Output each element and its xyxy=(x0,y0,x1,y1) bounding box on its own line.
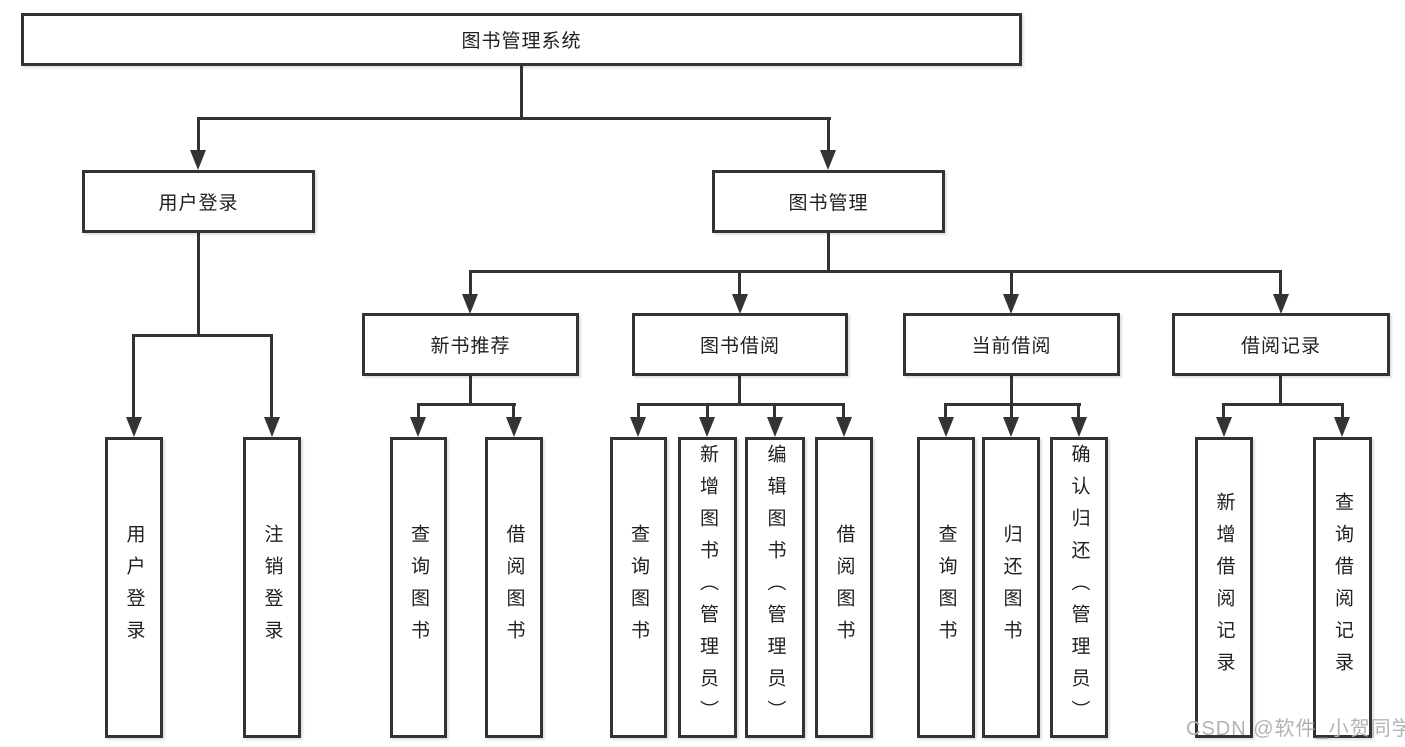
leaf-label: 查询图书 xyxy=(408,523,429,652)
node-label: 图书管理 xyxy=(788,193,869,214)
connector-line xyxy=(270,334,273,420)
leaf-edit-books-admin: 编辑图书（管理员） xyxy=(745,437,805,738)
leaf-query-books-2: 查询图书 xyxy=(610,437,667,738)
node-current-borrow: 当前借阅 xyxy=(903,313,1120,376)
node-label: 用户登录 xyxy=(158,193,239,214)
leaf-label: 新增图书（管理员） xyxy=(697,443,718,732)
arrow-down-icon xyxy=(1003,294,1019,314)
leaf-label: 查询图书 xyxy=(628,523,649,652)
csdn-watermark: CSDN @软件_小贺同学 xyxy=(1186,718,1405,740)
arrow-down-icon xyxy=(938,417,954,437)
leaf-label: 借阅图书 xyxy=(833,523,855,652)
leaf-label: 查询图书 xyxy=(935,523,957,652)
leaf-label: 新增借阅记录 xyxy=(1213,491,1235,684)
arrow-down-icon xyxy=(410,417,426,437)
arrow-down-icon xyxy=(630,417,646,437)
connector-line xyxy=(1010,270,1013,298)
node-borrow-record: 借阅记录 xyxy=(1172,313,1390,376)
arrow-down-icon xyxy=(1216,417,1232,437)
arrow-down-icon xyxy=(699,417,715,437)
node-user-login: 用户登录 xyxy=(82,170,315,233)
connector-line xyxy=(1010,403,1013,421)
leaf-label: 归还图书 xyxy=(1000,523,1022,652)
leaf-query-borrow-record: 查询借阅记录 xyxy=(1313,437,1372,738)
connector-line xyxy=(738,270,741,298)
connector-line xyxy=(1341,403,1344,421)
connector-line xyxy=(944,403,947,421)
connector-line xyxy=(1279,270,1282,298)
arrow-down-icon xyxy=(1003,417,1019,437)
connector-line xyxy=(469,270,472,298)
node-label: 借阅记录 xyxy=(1240,336,1321,357)
connector-line xyxy=(706,403,709,421)
connector-line xyxy=(773,403,776,421)
node-root: 图书管理系统 xyxy=(21,13,1022,66)
leaf-label: 编辑图书（管理员） xyxy=(764,443,786,732)
arrow-down-icon xyxy=(462,294,478,314)
arrow-down-icon xyxy=(820,150,836,170)
leaf-borrow-books-1: 借阅图书 xyxy=(485,437,543,738)
connector-line xyxy=(417,403,420,421)
connector-line xyxy=(197,117,200,155)
leaf-add-borrow-record: 新增借阅记录 xyxy=(1195,437,1253,738)
connector-line xyxy=(197,231,200,336)
arrow-down-icon xyxy=(126,417,142,437)
leaf-logout: 注销登录 xyxy=(243,437,301,738)
connector-line xyxy=(738,374,741,405)
node-root-label: 图书管理系统 xyxy=(461,31,582,52)
connector-line xyxy=(512,403,515,421)
leaf-label: 用户登录 xyxy=(123,523,145,652)
arrow-down-icon xyxy=(836,417,852,437)
connector-line xyxy=(827,231,830,272)
leaf-borrow-books-2: 借阅图书 xyxy=(815,437,873,738)
leaf-label: 查询借阅记录 xyxy=(1332,491,1353,684)
connector-line xyxy=(637,403,845,406)
connector-line xyxy=(469,374,472,405)
arrow-down-icon xyxy=(1273,294,1289,314)
leaf-query-books-1: 查询图书 xyxy=(390,437,447,738)
node-book-management: 图书管理 xyxy=(712,170,945,233)
leaf-return-books: 归还图书 xyxy=(982,437,1040,738)
leaf-label: 借阅图书 xyxy=(503,523,525,652)
arrow-down-icon xyxy=(264,417,280,437)
leaf-add-books-admin: 新增图书（管理员） xyxy=(678,437,737,738)
connector-line xyxy=(1222,403,1344,406)
leaf-user-login: 用户登录 xyxy=(105,437,163,738)
connector-line xyxy=(520,66,523,119)
arrow-down-icon xyxy=(767,417,783,437)
arrow-down-icon xyxy=(732,294,748,314)
arrow-down-icon xyxy=(190,150,206,170)
connector-line xyxy=(132,334,273,337)
arrow-down-icon xyxy=(1071,417,1087,437)
node-label: 图书借阅 xyxy=(699,336,780,357)
connector-line xyxy=(1279,374,1282,405)
connector-line xyxy=(132,334,135,420)
connector-line xyxy=(637,403,640,421)
leaf-query-books-3: 查询图书 xyxy=(917,437,975,738)
connector-line xyxy=(197,117,831,120)
node-new-book-recommend: 新书推荐 xyxy=(362,313,579,376)
arrow-down-icon xyxy=(1334,417,1350,437)
connector-line xyxy=(827,117,830,155)
connector-line xyxy=(842,403,845,421)
leaf-label: 确认归还（管理员） xyxy=(1068,443,1090,732)
node-label: 当前借阅 xyxy=(971,336,1052,357)
connector-line xyxy=(417,403,516,406)
connector-line xyxy=(1222,403,1225,421)
connector-line xyxy=(469,270,1282,273)
arrow-down-icon xyxy=(506,417,522,437)
node-book-borrow: 图书借阅 xyxy=(632,313,848,376)
leaf-confirm-return-admin: 确认归还（管理员） xyxy=(1050,437,1108,738)
connector-line xyxy=(1010,374,1013,405)
leaf-label: 注销登录 xyxy=(261,523,283,652)
connector-line xyxy=(1077,403,1080,421)
node-label: 新书推荐 xyxy=(430,336,511,357)
